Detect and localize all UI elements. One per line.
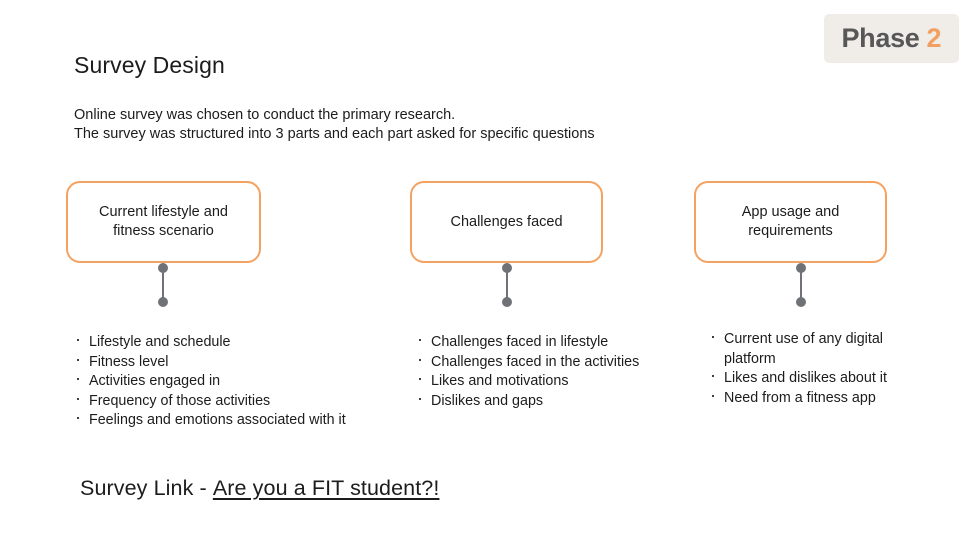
list-item: Likes and dislikes about it [707,366,922,389]
card-label: Current lifestyle and fitness scenario [99,204,228,239]
intro-line-1: Online survey was chosen to conduct the … [74,107,456,123]
phase-badge-number: 2 [926,23,942,53]
bullet-list-1: Lifestyle and schedule Fitness level Act… [72,330,402,431]
intro-paragraph: Online survey was chosen to conduct the … [74,106,595,144]
list-item: Likes and motivations [414,369,694,392]
card-app-usage: App usage and requirements [694,181,887,263]
connector-dot-bottom-icon [502,297,512,307]
intro-line-2: The survey was structured into 3 parts a… [74,126,595,142]
list-item: Dislikes and gaps [414,389,694,412]
bullet-list-3: Current use of any digital platform Like… [707,327,922,409]
list-item: Frequency of those activities [72,389,402,412]
column-2: Challenges faced [410,181,603,263]
connector-1 [158,263,168,313]
list-item: Need from a fitness app [707,386,922,409]
connector-2 [502,263,512,313]
card-label: Challenges faced [450,213,563,230]
list-item: Challenges faced in the activities [414,350,694,373]
column-3: App usage and requirements [694,181,887,263]
list-item: Activities engaged in [72,369,402,392]
list-item: Challenges faced in lifestyle [414,330,694,353]
connector-dot-bottom-icon [796,297,806,307]
card-label: App usage and requirements [741,204,840,239]
card-current-lifestyle: Current lifestyle and fitness scenario [66,181,261,263]
survey-link-prefix: Survey Link - [80,476,213,500]
connector-line [162,268,164,302]
survey-link-row: Survey Link - Are you a FIT student?! [80,476,439,501]
survey-link[interactable]: Are you a FIT student?! [212,476,440,500]
connector-line [506,268,508,302]
list-item: Feelings and emotions associated with it [72,408,402,431]
connector-dot-bottom-icon [158,297,168,307]
list-item: Fitness level [72,350,402,373]
page-title: Survey Design [74,52,225,78]
bullet-list-2: Challenges faced in lifestyle Challenges… [414,330,694,412]
phase-badge: Phase 2 [824,14,959,63]
connector-3 [796,263,806,313]
column-1: Current lifestyle and fitness scenario [66,181,261,263]
card-challenges-faced: Challenges faced [410,181,603,263]
connector-line [800,268,802,302]
phase-badge-word: Phase [841,23,920,53]
list-item: Lifestyle and schedule [72,330,402,353]
list-item: Current use of any digital platform [707,327,922,369]
